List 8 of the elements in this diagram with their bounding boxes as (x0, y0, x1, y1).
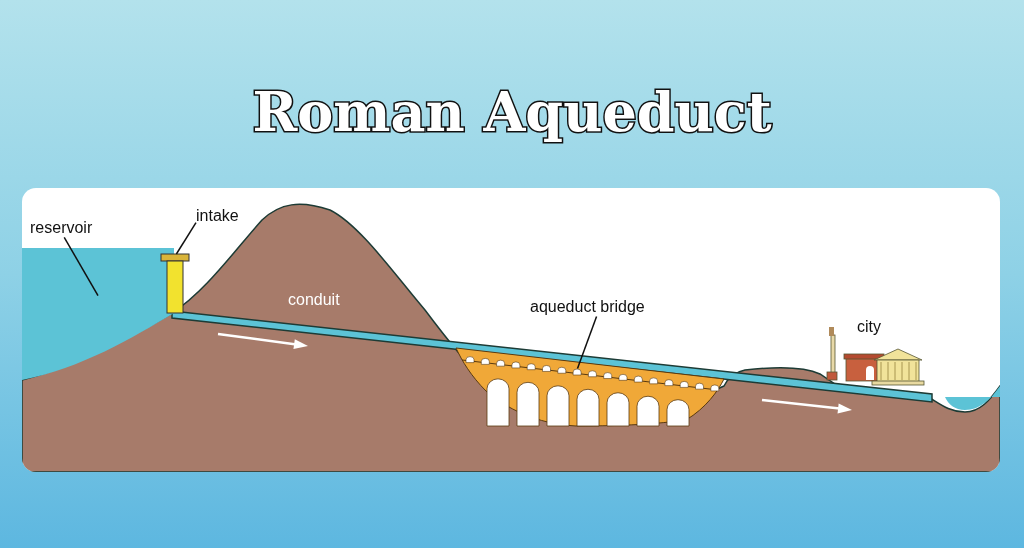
leader-line (175, 221, 197, 255)
leader-line (576, 315, 598, 370)
part-label: intake (196, 207, 239, 226)
part-label: conduit (288, 291, 340, 310)
part-label: city (857, 318, 881, 337)
part-label: reservoir (30, 219, 93, 238)
title: Roman Aqueduct (252, 80, 772, 144)
part-label: aqueduct bridge (530, 298, 645, 317)
